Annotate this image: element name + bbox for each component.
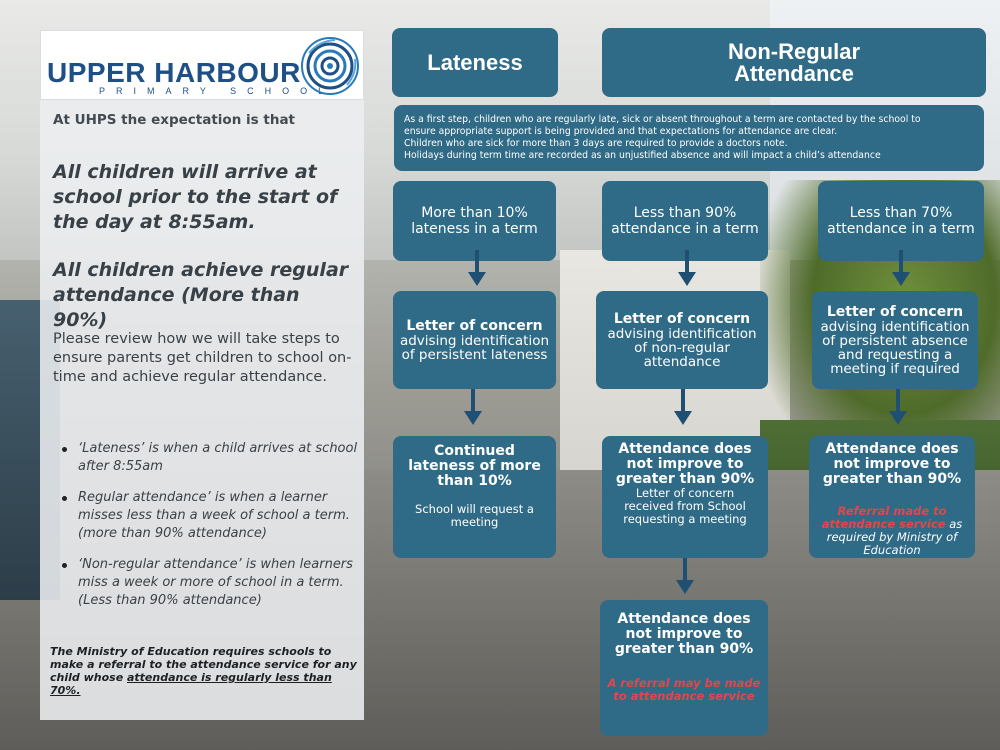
letter-title: Letter of concern xyxy=(613,310,751,327)
school-logo: UPPER HARBOUR PRIMARY SCHOOL xyxy=(40,30,364,100)
referral-made-text: Referral made to attendance service as r… xyxy=(817,505,967,557)
down-arrow-icon xyxy=(892,250,910,286)
ministry-requirement: The Ministry of Education requires schoo… xyxy=(50,645,360,697)
intro-text: At UHPS the expectation is that xyxy=(53,112,296,128)
expectation-arrival: All children will arrive at school prior… xyxy=(53,161,338,233)
step-title: Attendance does not improve to greater t… xyxy=(822,441,962,487)
definition-lateness: ‘Lateness’ is when a child arrives at sc… xyxy=(60,440,360,476)
step-title: Attendance does not improve to greater t… xyxy=(614,611,754,657)
ministry-underlined-text: attendance is regularly less than 70%. xyxy=(50,671,332,697)
referral-made-rest-text: as required by Ministry of Education xyxy=(826,517,963,557)
referral-possible-step: Attendance does not improve to greater t… xyxy=(600,600,768,736)
trigger-lateness-text: More than 10% lateness in a term xyxy=(411,205,538,237)
header-lateness: Lateness xyxy=(392,28,558,97)
letter-title: Letter of concern xyxy=(826,303,964,320)
trigger-below-70-text: Less than 70% attendance in a term xyxy=(827,205,975,237)
trigger-below-90: Less than 90% attendance in a term xyxy=(602,181,768,261)
down-arrow-icon xyxy=(674,389,692,425)
referral-made-red-text: Referral made to attendance service xyxy=(821,504,947,531)
left-info-panel: UPPER HARBOUR PRIMARY SCHOOL At UHPS the… xyxy=(40,30,364,720)
expectation-attendance: All children achieve regular attendance … xyxy=(53,259,349,331)
logo-school-subtitle: PRIMARY SCHOOL xyxy=(99,86,335,96)
down-arrow-icon xyxy=(676,558,694,594)
letter-of-concern-below-90: Letter of concern advising identificatio… xyxy=(596,291,768,389)
letter-title: Letter of concern xyxy=(406,317,543,334)
info-line: Children who are sick for more than 3 da… xyxy=(404,138,788,149)
step-title: Attendance does not improve to greater t… xyxy=(615,441,755,487)
down-arrow-icon xyxy=(678,250,696,286)
info-line: As a first step, children who are regula… xyxy=(404,114,921,125)
header-non-regular-attendance: Non-Regular Attendance xyxy=(602,28,986,97)
down-arrow-icon xyxy=(468,250,486,286)
ministry-text: The Ministry of Education requires schoo… xyxy=(50,645,357,684)
definition-regular-attendance: Regular attendance’ is when a learner mi… xyxy=(60,489,360,543)
header-nonregular-label: Non-Regular Attendance xyxy=(728,38,860,86)
letter-body: advising identification of non-regular a… xyxy=(607,325,757,370)
definitions-list: ‘Lateness’ is when a child arrives at sc… xyxy=(60,440,360,623)
continued-lateness-step: Continued lateness of more than 10% Scho… xyxy=(393,436,556,558)
header-lateness-label: Lateness xyxy=(427,49,523,75)
trigger-below-90-text: Less than 90% attendance in a term xyxy=(611,205,759,237)
referral-made-step: Attendance does not improve to greater t… xyxy=(809,436,975,558)
definition-non-regular-attendance: ‘Non-regular attendance’ is when learner… xyxy=(60,556,360,610)
info-line: ensure appropriate support is being prov… xyxy=(404,126,838,137)
referral-possible-text: A referral may be made to attendance ser… xyxy=(607,676,761,703)
first-step-info: As a first step, children who are regula… xyxy=(394,105,984,171)
step-body: School will request a meeting xyxy=(415,502,534,529)
letter-of-concern-lateness: Letter of concern advising identificatio… xyxy=(393,291,556,389)
no-improvement-step-below-90: Attendance does not improve to greater t… xyxy=(602,436,768,558)
info-line: Holidays during term time are recorded a… xyxy=(404,150,881,161)
down-arrow-icon xyxy=(889,389,907,425)
letter-body: advising identification of persistent ab… xyxy=(820,318,970,377)
logo-school-name: UPPER HARBOUR xyxy=(47,57,301,88)
step-title: Continued lateness of more than 10% xyxy=(408,443,541,489)
letter-body: advising identification of persistent la… xyxy=(399,332,550,363)
letter-of-concern-below-70: Letter of concern advising identificatio… xyxy=(812,291,978,389)
step-body: Letter of concern received from School r… xyxy=(623,486,747,526)
swirl-emblem-icon xyxy=(301,37,359,95)
down-arrow-icon xyxy=(464,389,482,425)
review-text: Please review how we will take steps to … xyxy=(53,331,352,385)
trigger-lateness: More than 10% lateness in a term xyxy=(393,181,556,261)
trigger-below-70: Less than 70% attendance in a term xyxy=(818,181,984,261)
